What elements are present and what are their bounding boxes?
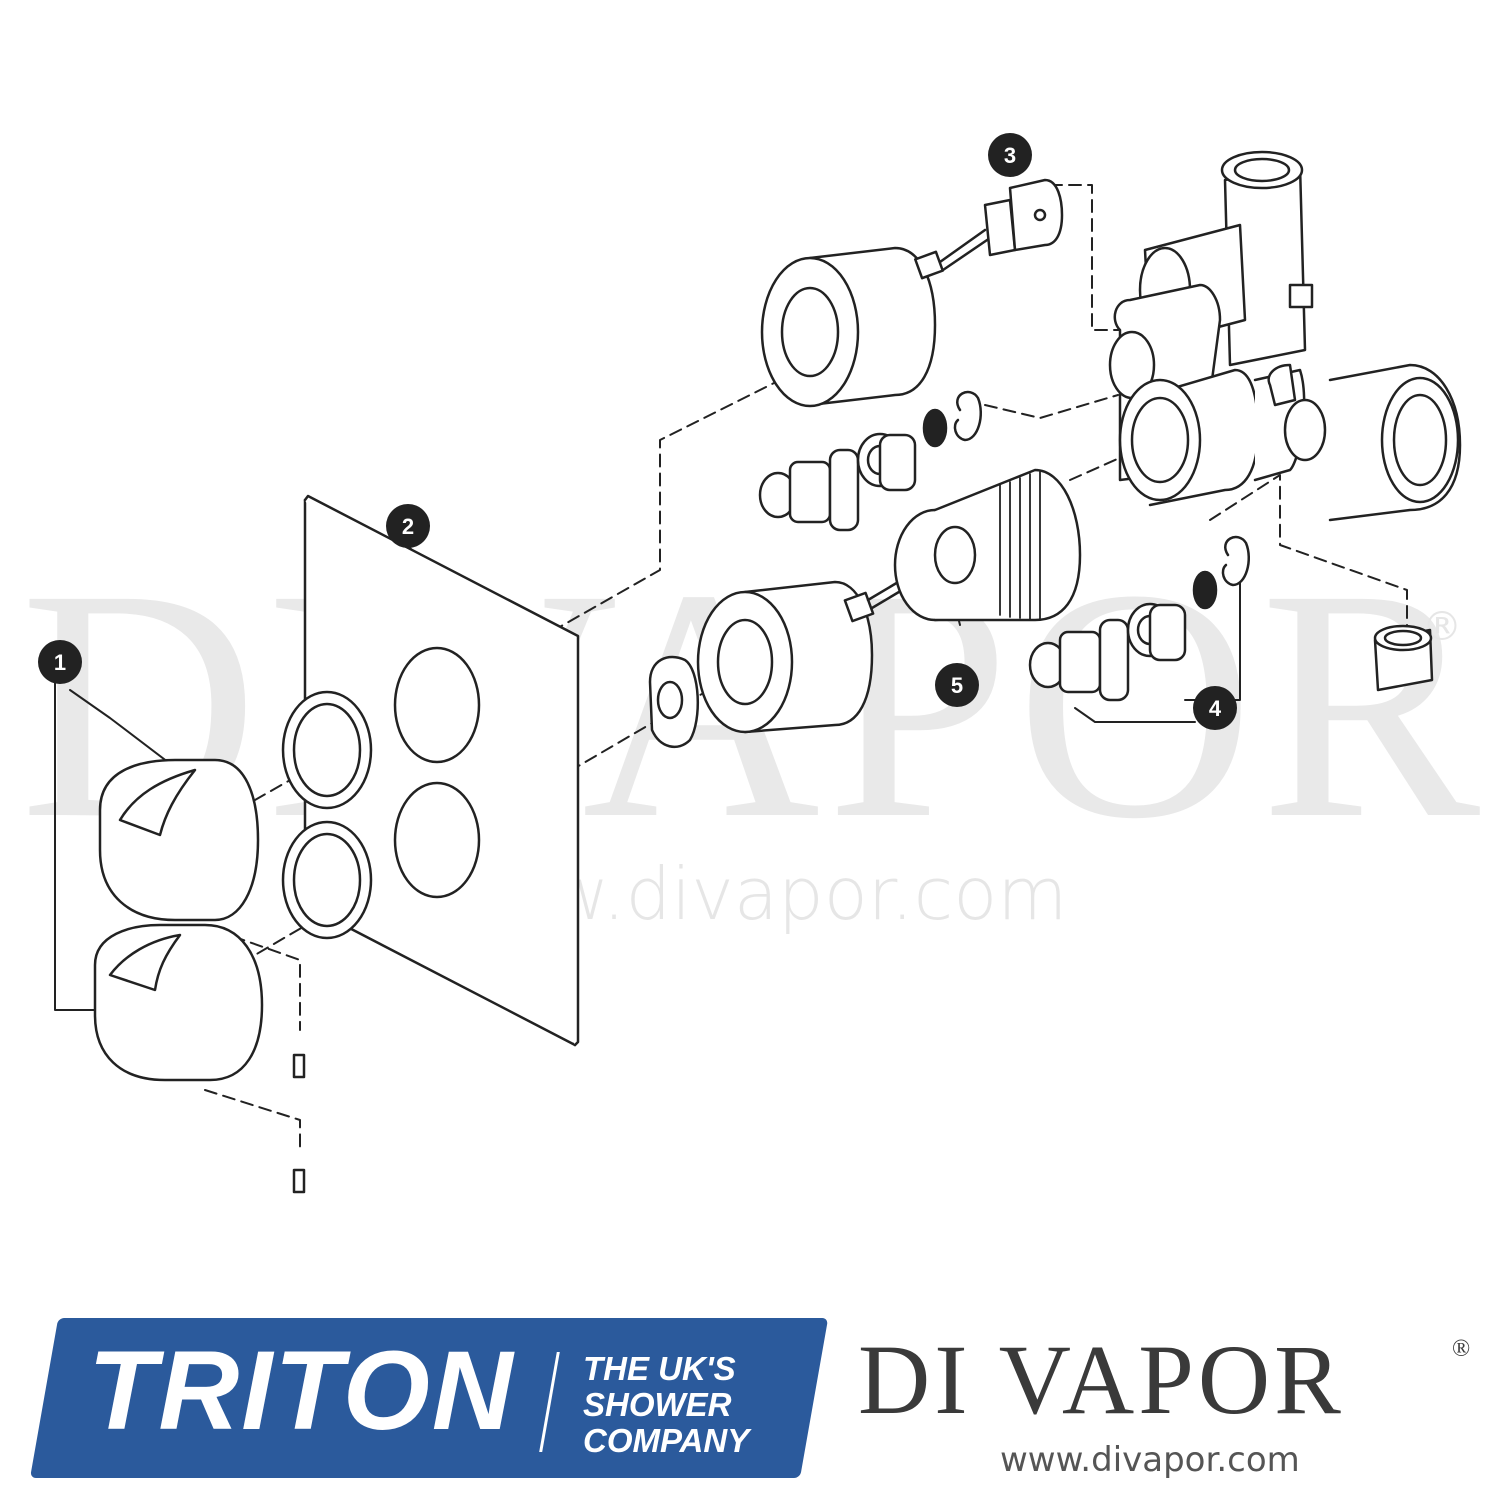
- shroud-sleeves: [648, 246, 937, 749]
- svg-text:4: 4: [1209, 696, 1222, 721]
- triton-tagline-line-1: THE UK'S: [583, 1350, 736, 1387]
- callout-1: 1: [38, 640, 82, 684]
- svg-text:5: 5: [951, 673, 963, 698]
- grub-screw-lower: [292, 1168, 306, 1194]
- svg-text:1: 1: [54, 650, 66, 675]
- part-4-check-valves: [758, 390, 1250, 702]
- valve-body: [1108, 150, 1462, 692]
- triton-tagline-line-2: SHOWER: [583, 1386, 732, 1423]
- callout-3: 3: [988, 133, 1032, 177]
- callout-2: 2: [386, 504, 430, 548]
- svg-text:2: 2: [402, 514, 414, 539]
- callout-4: 4: [1193, 686, 1237, 730]
- divapor-logo-url: www.divapor.com: [1000, 1440, 1300, 1480]
- triton-logo-name: TRITON: [88, 1328, 515, 1453]
- part-1-lever-handles: [93, 758, 306, 1194]
- divapor-logo-brand: DI VAPOR: [858, 1324, 1345, 1435]
- part-2-faceplate: [281, 494, 580, 1047]
- triton-tagline-line-3: COMPANY: [583, 1422, 750, 1459]
- part-3-diverter-spindle: [913, 178, 1064, 280]
- grub-screw-upper: [292, 1053, 306, 1079]
- callout-5: 5: [935, 663, 979, 707]
- divapor-logo-registered-mark: ®: [1452, 1336, 1471, 1362]
- part-5-thermostatic-cartridge: [843, 468, 1082, 623]
- svg-text:3: 3: [1004, 143, 1016, 168]
